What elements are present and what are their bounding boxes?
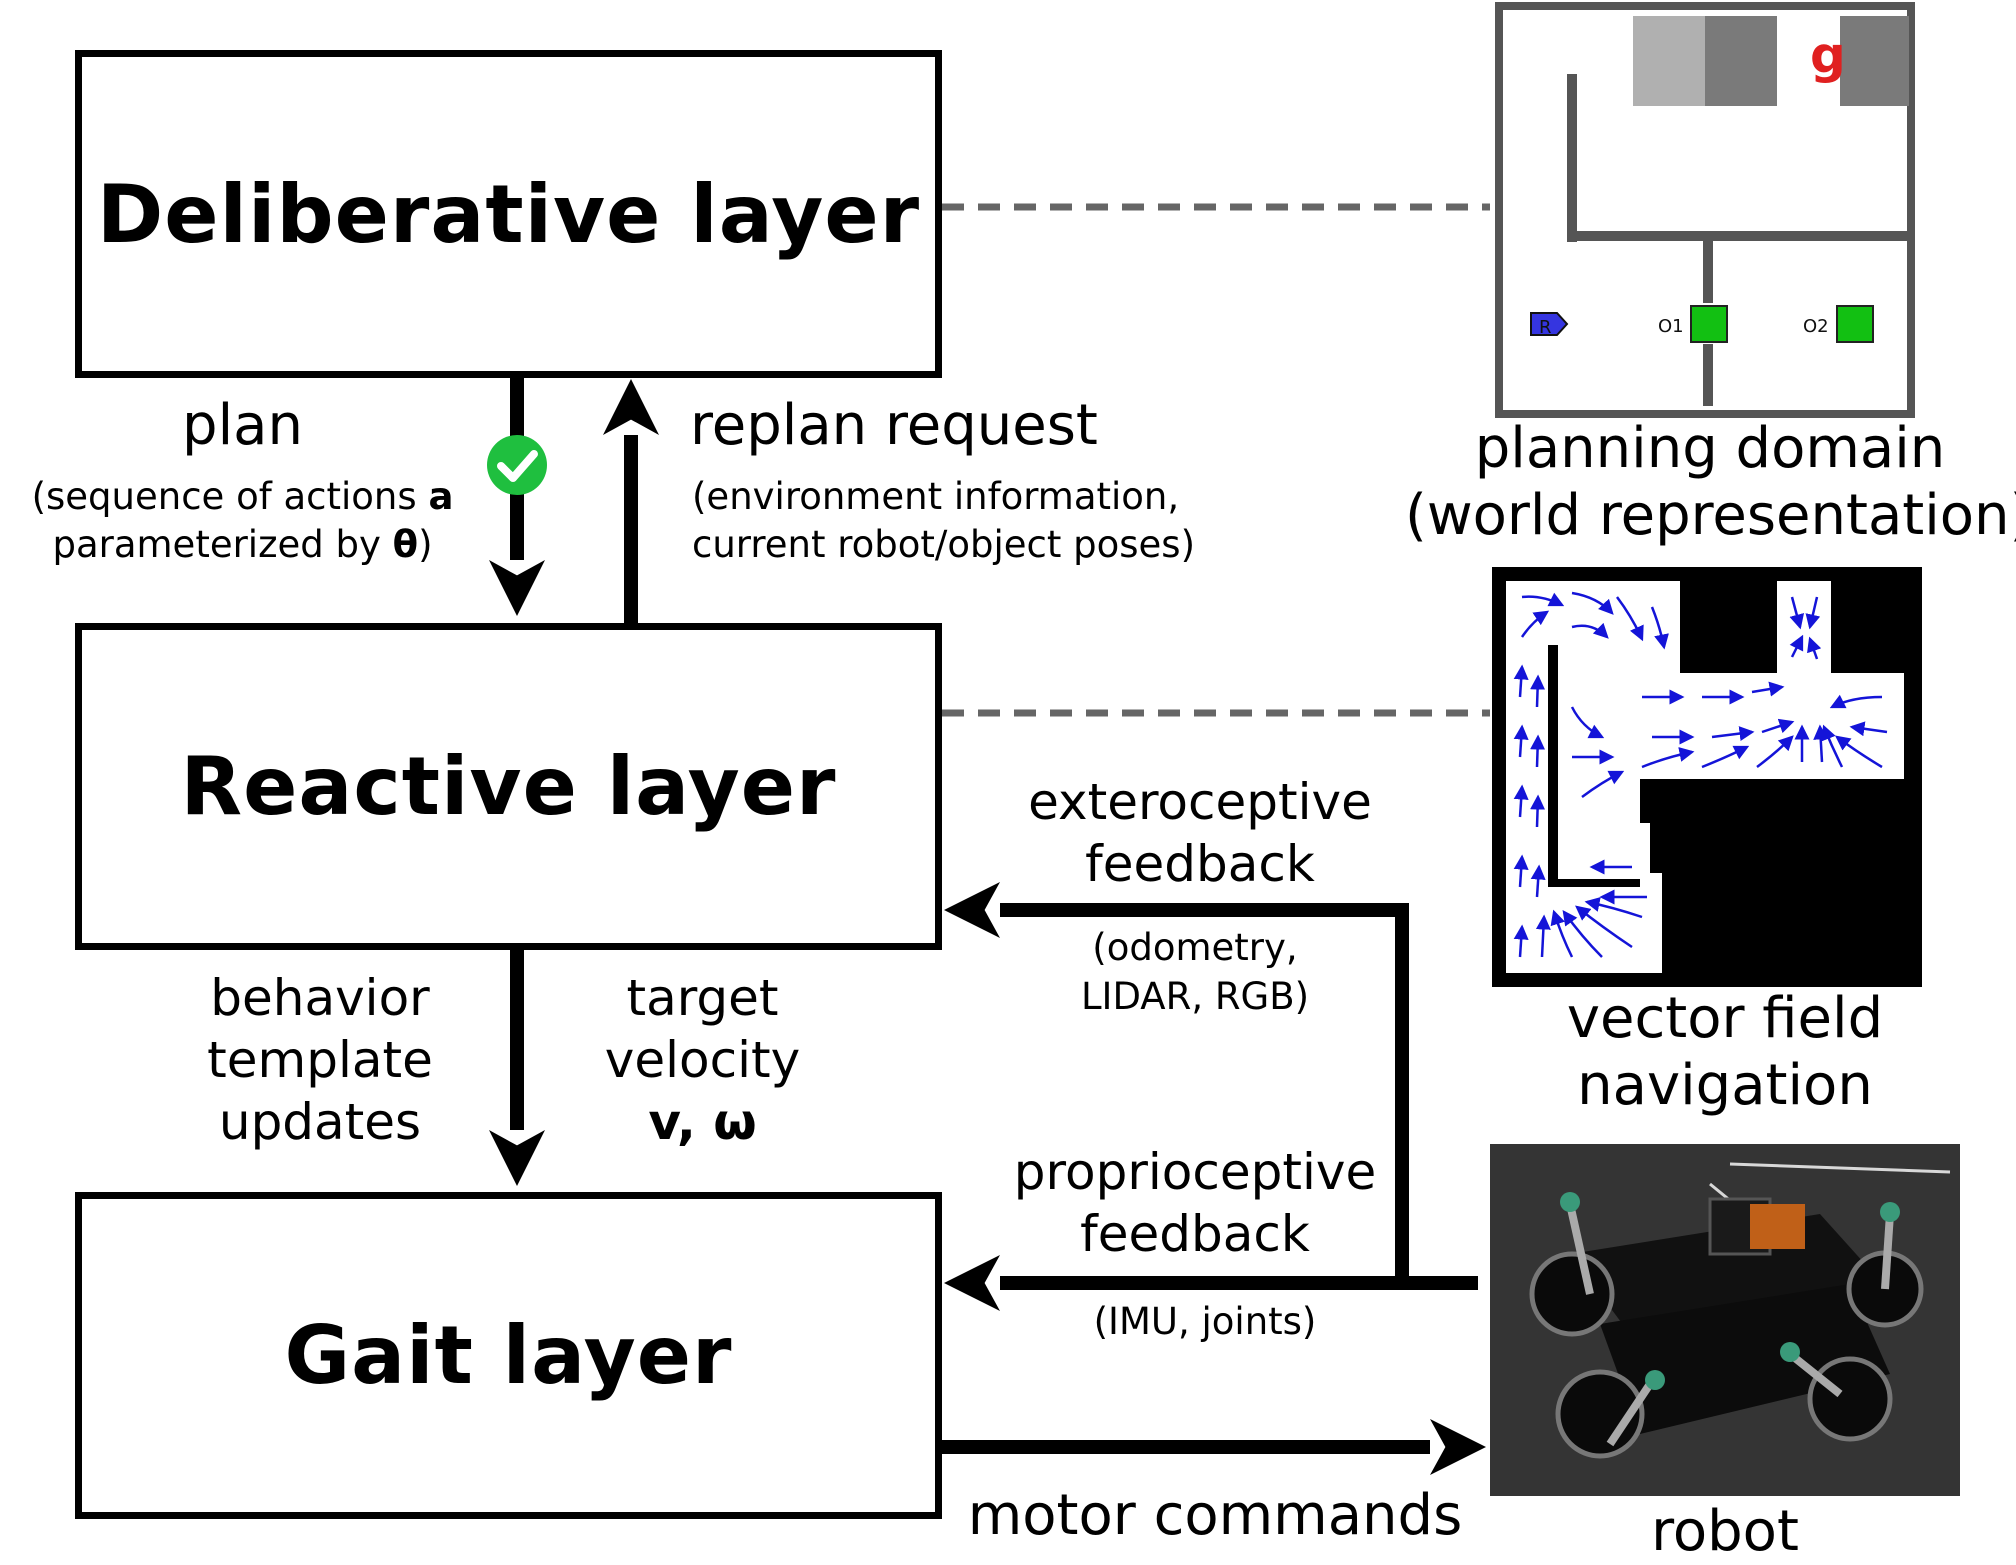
planning-domain-label-2: (world representation) — [1405, 483, 2016, 548]
motor-commands-label: motor commands — [967, 1483, 1463, 1548]
behavior-label-3: updates — [218, 1093, 422, 1151]
vector-field-map — [1492, 567, 1922, 987]
planning-goal-label: g — [1810, 26, 1846, 84]
robot-photo — [1490, 1144, 1960, 1496]
vector-field-arrows — [1513, 591, 1888, 958]
vector-field-label-2: navigation — [1577, 1053, 1873, 1118]
replan-label: replan request — [690, 393, 1098, 458]
proprioceptive-label-2: feedback — [1080, 1205, 1310, 1263]
plan-label: plan — [182, 393, 303, 458]
exteroceptive-label-1: exteroceptive — [1028, 773, 1372, 831]
plan-detail-1: (sequence of actions a — [31, 475, 454, 518]
gait-layer-box: Gait layer — [75, 1192, 942, 1519]
check-icon — [487, 435, 547, 495]
replan-detail-1: (environment information, — [692, 475, 1180, 518]
deliberative-layer-box: Deliberative layer — [75, 50, 942, 378]
planning-object1-label: O1 — [1658, 316, 1684, 337]
planning-domain-label-1: planning domain — [1474, 416, 1946, 481]
reactive-layer-box: Reactive layer — [75, 623, 942, 950]
vector-field-label-1: vector field — [1566, 986, 1884, 1051]
exteroceptive-label-2: feedback — [1085, 835, 1315, 893]
gait-layer-title: Gait layer — [284, 1309, 733, 1402]
target-label-1: target — [626, 969, 779, 1027]
robot-wheel-icon — [1529, 1251, 1615, 1337]
proprioceptive-label-1: proprioceptive — [1013, 1143, 1377, 1201]
target-label-3: v, ω — [648, 1093, 757, 1151]
planning-domain-map: g R O1 O2 — [1495, 2, 1915, 418]
exteroceptive-detail-2: LIDAR, RGB) — [1080, 975, 1310, 1018]
target-label-2: velocity — [604, 1031, 801, 1089]
planning-robot-label: R — [1539, 317, 1552, 338]
exteroceptive-detail-1: (odometry, — [1092, 926, 1298, 969]
reactive-layer-title: Reactive layer — [180, 740, 837, 833]
robot-label: robot — [1651, 1499, 1799, 1564]
plan-detail-2: parameterized by θ) — [52, 523, 433, 566]
proprioceptive-detail: (IMU, joints) — [1093, 1300, 1317, 1343]
replan-detail-2: current robot/object poses) — [692, 523, 1196, 566]
planning-object2-label: O2 — [1803, 316, 1829, 337]
behavior-label-2: template — [207, 1031, 433, 1089]
behavior-label-1: behavior — [210, 969, 430, 1027]
deliberative-layer-title: Deliberative layer — [96, 167, 921, 261]
